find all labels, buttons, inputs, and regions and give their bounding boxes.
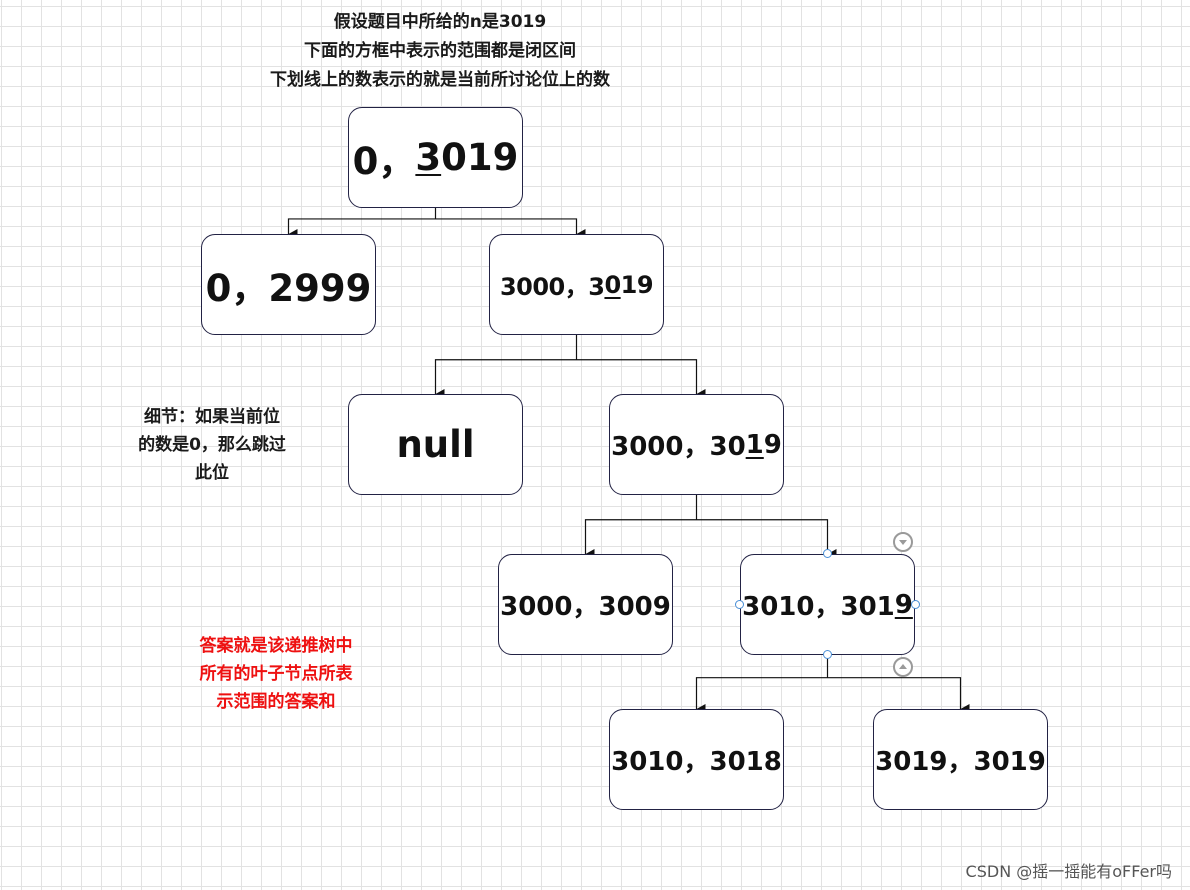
connector-arrow bbox=[695, 677, 828, 714]
selection-handle-bottom[interactable] bbox=[823, 650, 832, 659]
connector-arrow bbox=[434, 359, 577, 399]
answer-note-line: 答案就是该递推树中 bbox=[199, 636, 353, 656]
selection-handle-left[interactable] bbox=[735, 600, 744, 609]
answer-note: 答案就是该递推树中 所有的叶子节点所表 示范围的答案和 bbox=[166, 632, 386, 716]
connector-arrow bbox=[584, 519, 697, 559]
csdn-watermark: CSDN @摇一摇能有oFFer吗 bbox=[965, 862, 1172, 881]
node-range-suffix: 019 bbox=[441, 136, 519, 179]
node-range-prefix: 3000，30 bbox=[611, 432, 746, 462]
connector-arrow bbox=[827, 677, 970, 714]
node-range-prefix: 0， bbox=[352, 139, 416, 183]
node-range-3000-3009[interactable]: 3000，3009 bbox=[498, 554, 673, 655]
node-range-3019-3019[interactable]: 3019，3019 bbox=[873, 709, 1048, 810]
header-line: 假设题目中所给的n是3019 bbox=[333, 12, 547, 32]
node-range-suffix: 19 bbox=[620, 270, 654, 299]
header-line: 下划线上的数表示的就是当前所讨论位上的数 bbox=[270, 70, 610, 90]
detail-note-line: 细节：如果当前位 bbox=[144, 407, 280, 427]
collapse-down-icon[interactable] bbox=[893, 532, 913, 552]
detail-note: 细节：如果当前位 的数是0，那么跳过 此位 bbox=[112, 403, 312, 487]
connector-arrow bbox=[576, 359, 706, 399]
answer-note-line: 所有的叶子节点所表 bbox=[199, 664, 353, 684]
detail-note-line: 的数是0，那么跳过 bbox=[138, 435, 286, 455]
detail-note-line: 此位 bbox=[195, 463, 229, 483]
selection-handle-top[interactable] bbox=[823, 549, 832, 558]
connector-arrow bbox=[696, 519, 837, 559]
connector-arrow bbox=[435, 218, 586, 239]
connector-arrow bbox=[287, 218, 436, 239]
expand-up-icon[interactable] bbox=[893, 657, 913, 677]
node-range-0-2999[interactable]: 0，2999 bbox=[201, 234, 376, 335]
current-digit-underlined: 0 bbox=[604, 270, 621, 299]
node-range-text: 0，2999 bbox=[205, 266, 372, 310]
header-line: 下面的方框中表示的范围都是闭区间 bbox=[304, 41, 576, 61]
node-range-text: 3019，3019 bbox=[875, 747, 1046, 777]
current-digit-underlined: 3 bbox=[415, 136, 442, 179]
node-range-3010-3018[interactable]: 3010，3018 bbox=[609, 709, 784, 810]
selection-handle-right[interactable] bbox=[911, 600, 920, 609]
diagram-header-note: 假设题目中所给的n是3019 下面的方框中表示的范围都是闭区间 下划线上的数表示… bbox=[230, 8, 650, 95]
current-digit-underlined: 1 bbox=[745, 429, 764, 460]
node-range-text: null bbox=[396, 423, 475, 466]
node-null[interactable]: null bbox=[348, 394, 523, 495]
node-range-prefix: 3010，301 bbox=[742, 592, 895, 622]
answer-note-line: 示范围的答案和 bbox=[216, 692, 336, 712]
node-range-suffix: 9 bbox=[763, 429, 782, 460]
node-range-text: 3000，3009 bbox=[500, 592, 671, 622]
node-range-prefix: 3000，3 bbox=[499, 273, 605, 301]
current-digit-underlined: 9 bbox=[894, 589, 913, 620]
node-range-text: 3010，3018 bbox=[611, 747, 782, 777]
